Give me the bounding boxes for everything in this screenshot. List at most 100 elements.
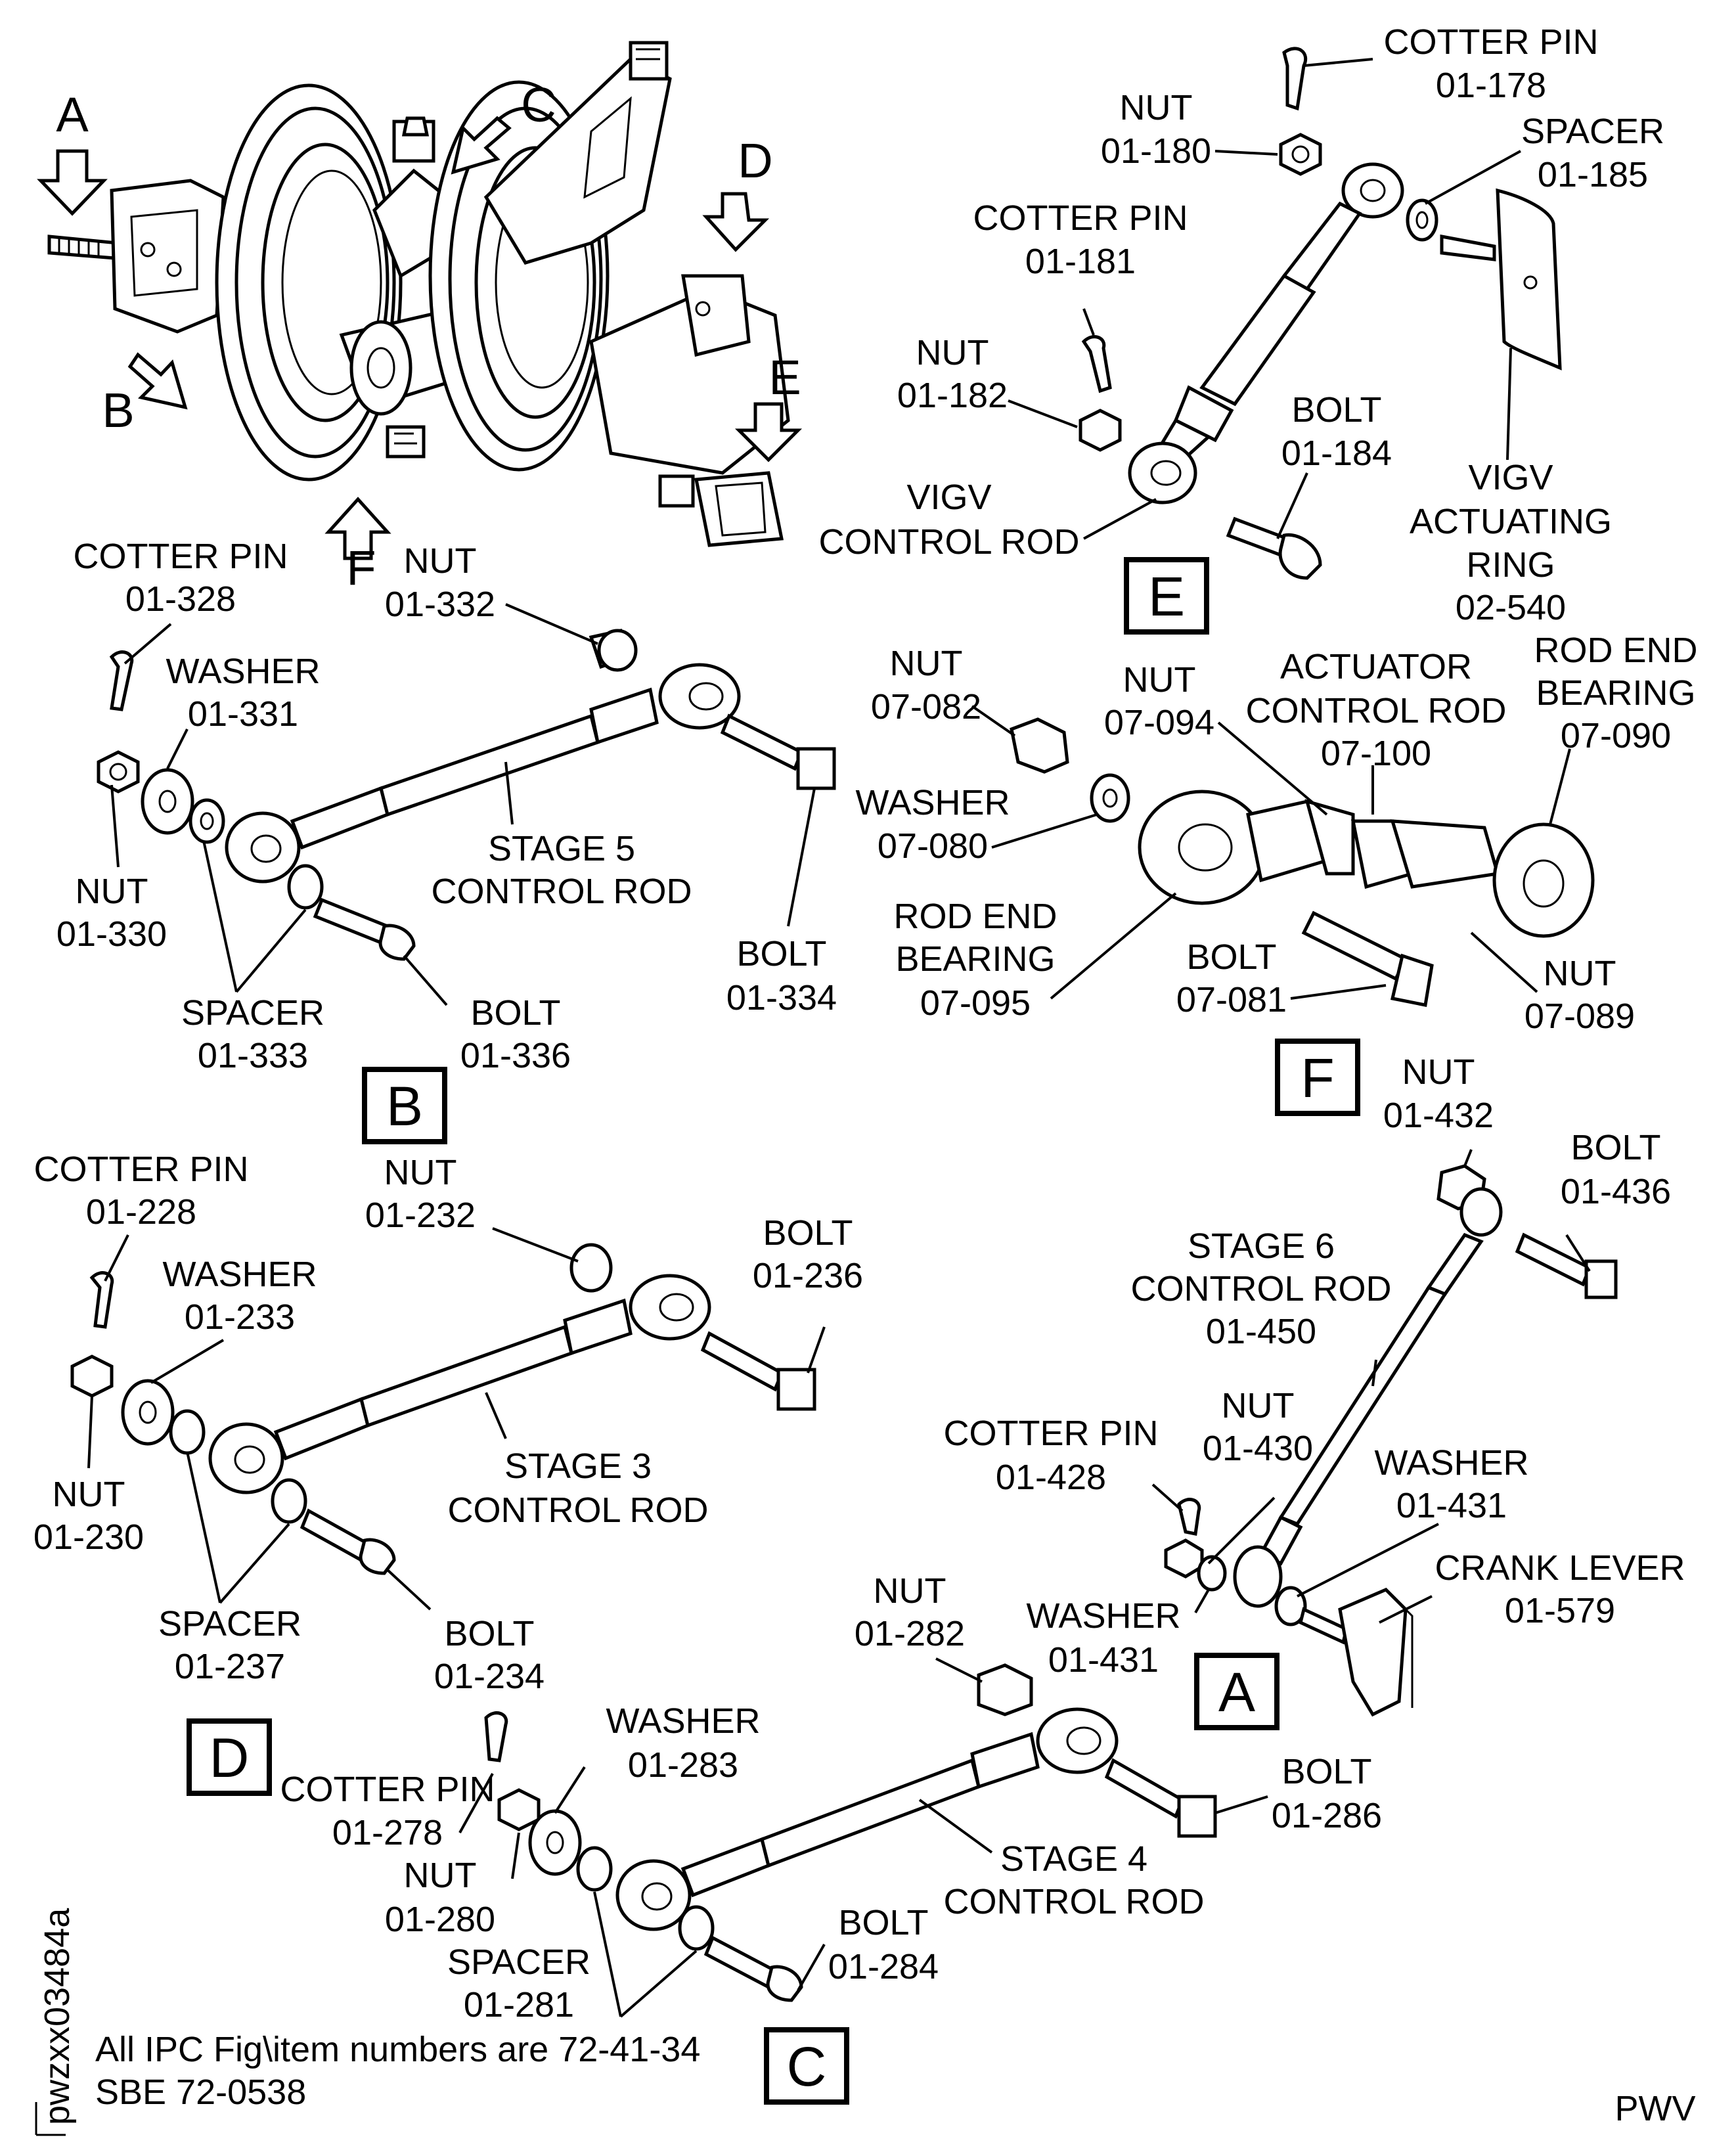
label-bolt-01-336: BOLT 01-336 <box>460 993 571 1075</box>
svg-text:NUT: NUT <box>404 1856 477 1895</box>
svg-text:07-081: 07-081 <box>1176 980 1287 1019</box>
label-bolt-01-236: BOLT 01-236 <box>753 1213 863 1295</box>
svg-text:BOLT: BOLT <box>1186 937 1276 977</box>
svg-text:01-332: 01-332 <box>385 585 495 624</box>
label-cotter-pin-01-428: COTTER PIN 01-428 <box>943 1414 1158 1497</box>
svg-text:BOLT: BOLT <box>736 934 826 974</box>
label-washer-01-283: WASHER 01-283 <box>606 1701 760 1785</box>
corner-code: PWV <box>1614 2089 1695 2128</box>
svg-text:STAGE 5: STAGE 5 <box>488 829 635 868</box>
svg-text:BOLT: BOLT <box>1570 1128 1660 1167</box>
label-nut-01-330: NUT 01-330 <box>56 872 167 954</box>
svg-text:01-234: 01-234 <box>434 1657 545 1696</box>
svg-text:COTTER PIN: COTTER PIN <box>1383 22 1598 62</box>
svg-text:SPACER: SPACER <box>1521 112 1664 151</box>
view-arrow-c: C <box>451 78 556 175</box>
label-stage-6-control-rod: STAGE 6 CONTROL ROD 01-450 <box>1130 1226 1391 1351</box>
svg-text:BEARING: BEARING <box>895 939 1055 979</box>
view-arrow-f: F <box>324 497 391 595</box>
view-letter-f-arrow: F <box>346 541 376 595</box>
svg-text:01-431: 01-431 <box>1396 1486 1507 1525</box>
leader-lines <box>87 58 1591 2018</box>
label-washer-01-233: WASHER 01-233 <box>162 1255 317 1337</box>
svg-text:01-182: 01-182 <box>897 376 1008 415</box>
label-nut-07-082: NUT 07-082 <box>871 644 981 727</box>
view-box-f: F <box>1275 1039 1360 1116</box>
svg-text:BOLT: BOLT <box>470 993 560 1033</box>
svg-text:07-094: 07-094 <box>1104 703 1214 742</box>
svg-text:01-228: 01-228 <box>86 1192 196 1232</box>
label-nut-01-280: NUT 01-280 <box>385 1856 495 1939</box>
svg-text:01-286: 01-286 <box>1272 1796 1382 1835</box>
svg-text:01-436: 01-436 <box>1561 1172 1671 1211</box>
label-cotter-pin-01-228: COTTER PIN 01-228 <box>33 1150 248 1232</box>
svg-text:STAGE 6: STAGE 6 <box>1188 1226 1335 1266</box>
svg-text:01-232: 01-232 <box>365 1196 476 1235</box>
svg-text:COTTER PIN: COTTER PIN <box>33 1150 248 1189</box>
svg-text:NUT: NUT <box>1402 1052 1475 1092</box>
label-vigv-actuating-ring: VIGV ACTUATING RING 02-540 <box>1410 458 1612 627</box>
svg-text:01-237: 01-237 <box>175 1647 285 1686</box>
label-cotter-pin-01-181: COTTER PIN 01-181 <box>973 198 1188 281</box>
label-stage-4-control-rod: STAGE 4 CONTROL ROD <box>943 1839 1204 1921</box>
svg-text:NUT: NUT <box>916 333 989 372</box>
view-letter-b-arrow: B <box>102 383 134 437</box>
label-actuator-control-rod: ACTUATOR CONTROL ROD 07-100 <box>1245 647 1506 773</box>
label-nut-01-182: NUT 01-182 <box>897 333 1008 415</box>
label-nut-01-332: NUT 01-332 <box>385 541 495 624</box>
svg-text:STAGE 3: STAGE 3 <box>504 1446 652 1486</box>
svg-text:CONTROL ROD: CONTROL ROD <box>818 522 1079 562</box>
svg-text:BOLT: BOLT <box>1291 390 1381 430</box>
view-arrow-a: A <box>37 87 108 216</box>
label-spacer-01-281: SPACER 01-281 <box>447 1942 590 2025</box>
svg-text:NUT: NUT <box>384 1153 457 1192</box>
svg-text:BOLT: BOLT <box>1281 1752 1371 1791</box>
svg-text:01-278: 01-278 <box>332 1813 443 1852</box>
svg-text:01-328: 01-328 <box>125 579 236 619</box>
svg-text:07-089: 07-089 <box>1525 997 1635 1036</box>
label-nut-01-230: NUT 01-230 <box>33 1475 144 1557</box>
svg-text:01-431: 01-431 <box>1048 1640 1159 1680</box>
label-nut-01-430: NUT 01-430 <box>1203 1386 1313 1468</box>
label-washer-07-080: WASHER 07-080 <box>855 783 1010 866</box>
svg-text:BOLT: BOLT <box>444 1614 534 1653</box>
svg-text:01-428: 01-428 <box>996 1458 1106 1497</box>
label-washer-01-431-lower: WASHER 01-431 <box>1026 1596 1180 1680</box>
view-box-d: D <box>187 1718 272 1796</box>
view-letter-a-arrow: A <box>56 87 89 142</box>
svg-text:01-450: 01-450 <box>1206 1312 1316 1351</box>
view-arrow-d: D <box>702 133 773 252</box>
label-nut-01-180: NUT 01-180 <box>1101 88 1211 171</box>
view-letter-d-arrow: D <box>738 133 772 188</box>
ipc-note-line-2: SBE 72-0538 <box>95 2072 306 2112</box>
svg-text:01-180: 01-180 <box>1101 131 1211 171</box>
label-bolt-01-334: BOLT 01-334 <box>726 934 837 1018</box>
view-letter-b: B <box>386 1075 423 1137</box>
view-box-b: B <box>362 1067 447 1144</box>
svg-text:WASHER: WASHER <box>162 1255 317 1294</box>
view-letter-a: A <box>1218 1661 1255 1723</box>
view-box-c: C <box>764 2027 849 2105</box>
view-letter-e: E <box>1148 566 1185 627</box>
svg-text:RING: RING <box>1467 545 1555 585</box>
label-spacer-01-237: SPACER 01-237 <box>158 1604 301 1686</box>
view-d-parts <box>70 1243 816 1575</box>
label-bolt-01-436: BOLT 01-436 <box>1561 1128 1671 1211</box>
svg-text:CRANK LEVER: CRANK LEVER <box>1435 1548 1685 1588</box>
svg-text:07-100: 07-100 <box>1321 734 1431 773</box>
label-nut-07-094: NUT 07-094 <box>1104 660 1214 742</box>
svg-text:07-095: 07-095 <box>920 983 1031 1023</box>
view-box-a: A <box>1194 1653 1280 1730</box>
svg-text:01-432: 01-432 <box>1383 1096 1494 1135</box>
label-bolt-01-234: BOLT 01-234 <box>434 1614 545 1696</box>
label-cotter-pin-01-178: COTTER PIN 01-178 <box>1383 22 1598 105</box>
svg-text:07-080: 07-080 <box>878 826 988 866</box>
label-bolt-01-184: BOLT 01-184 <box>1281 390 1392 473</box>
svg-text:01-230: 01-230 <box>33 1517 144 1557</box>
label-spacer-01-333: SPACER 01-333 <box>181 993 324 1075</box>
svg-text:WASHER: WASHER <box>166 652 320 691</box>
svg-text:01-331: 01-331 <box>188 694 298 734</box>
view-letter-c: C <box>787 2036 827 2097</box>
svg-text:01-430: 01-430 <box>1203 1429 1313 1468</box>
